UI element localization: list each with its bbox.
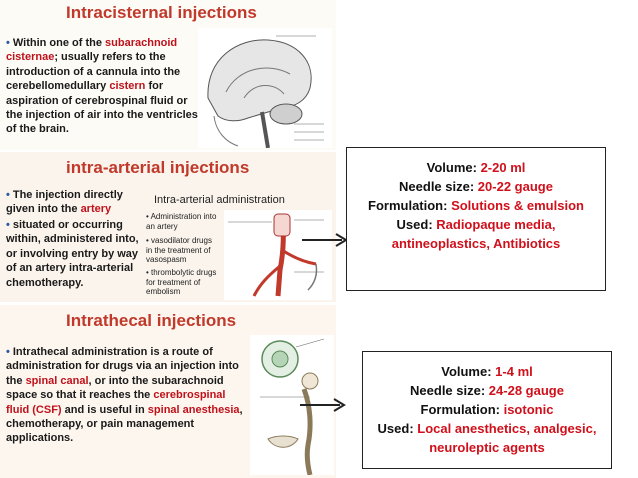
figure-bullet-1: • Administration into an artery: [146, 212, 217, 231]
figure-title: Intra-arterial administration: [154, 194, 285, 206]
volume-row: Volume: 1-4 ml: [441, 364, 533, 379]
intrathecal-spec-box: Volume: 1-4 ml Needle size: 24-28 gauge …: [362, 351, 612, 469]
arrow-right-icon: [302, 233, 348, 247]
brain-sagittal-illustration: [198, 28, 332, 148]
needle-row: Needle size: 20-22 gauge: [399, 179, 553, 194]
formulation-row: Formulation: isotonic: [420, 402, 554, 417]
intracisternal-panel: Intracisternal injections •Within one of…: [0, 0, 336, 150]
intra-arterial-panel: intra-arterial injections •The injection…: [0, 152, 336, 302]
intrathecal-bullet: •Intrathecal administration is a route o…: [6, 346, 243, 445]
used-row: Used: Radiopaque media, antineoplastics,…: [391, 217, 561, 251]
intra-arterial-title: intra-arterial injections: [66, 158, 250, 177]
intrathecal-panel: Intrathecal injections •Intrathecal admi…: [0, 305, 336, 478]
used-row: Used: Local anesthetics, analgesic, neur…: [377, 421, 597, 455]
formulation-row: Formulation: Solutions & emulsion: [368, 198, 584, 213]
bullet-icon: •: [6, 189, 10, 201]
bullet-icon: •: [6, 219, 10, 231]
intracisternal-title: Intracisternal injections: [66, 3, 257, 22]
intra-arterial-bullet-2: •situated or occurring within, administe…: [6, 219, 139, 289]
bullet-icon: •: [6, 37, 10, 49]
intracisternal-bullet: •Within one of the subarachnoid cisterna…: [6, 37, 198, 136]
figure-bullet-2: • vasodilator drugs in the treatment of …: [146, 236, 212, 264]
intrathecal-title: Intrathecal injections: [66, 311, 237, 330]
intra-arterial-spec-box: Volume: 2-20 ml Needle size: 20-22 gauge…: [346, 147, 606, 291]
bullet-icon: •: [6, 346, 10, 358]
intra-arterial-bullet-1: •The injection directly given into the a…: [6, 189, 123, 216]
arrow-right-icon: [300, 398, 346, 412]
needle-row: Needle size: 24-28 gauge: [410, 383, 564, 398]
volume-row: Volume: 2-20 ml: [426, 160, 526, 175]
figure-bullet-3: • thrombolytic drugs for treatment of em…: [146, 268, 217, 296]
artery-catheter-illustration: [224, 210, 332, 300]
